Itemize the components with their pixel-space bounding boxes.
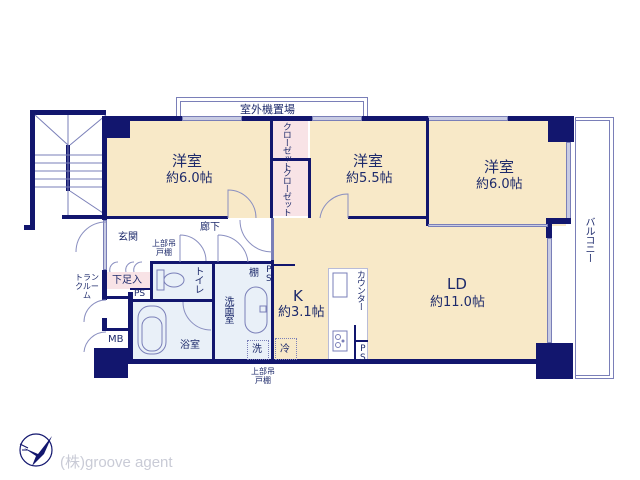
wall-ps-top <box>130 288 152 290</box>
window-room1 <box>182 116 242 121</box>
wall-closet-left <box>270 118 273 218</box>
wall-top-left <box>106 116 182 121</box>
wall-mb-top <box>102 328 130 331</box>
sink <box>332 272 348 298</box>
wall-wet-top <box>151 261 271 264</box>
ld-area: 約11.0帖 <box>430 295 485 310</box>
wall-hall-right <box>271 218 274 264</box>
toilet-room <box>151 262 213 302</box>
trunk-room-label: トランクルーム <box>75 273 99 300</box>
entrance-label: 玄関 <box>118 232 138 243</box>
closet1-label: クローゼット <box>280 122 291 170</box>
closet-2 <box>272 160 308 216</box>
balcony-outline-inner <box>575 120 610 376</box>
wall-left-upper <box>102 116 107 220</box>
window-entry-side <box>103 220 107 270</box>
wall-room2-bottom <box>348 216 428 219</box>
counter-label: カウンター <box>354 270 365 310</box>
wall-top-right <box>362 116 430 121</box>
wall-counter-ps <box>354 340 368 342</box>
ps-label-2: PS <box>263 265 274 283</box>
washroom <box>213 262 273 360</box>
wall-toilet-right <box>212 261 215 361</box>
kitchen-name: K <box>293 287 303 305</box>
wall-top-far-right <box>508 116 556 121</box>
wall-left-mid <box>102 270 107 300</box>
shelf-label: 棚 <box>249 268 259 279</box>
kitchen-area: 約3.1帖 <box>278 305 325 320</box>
stair-wall-left <box>30 110 35 230</box>
wall-closet-right <box>308 158 311 218</box>
stove <box>332 330 348 352</box>
wall-kitchen-right <box>271 260 274 360</box>
room1-name: 洋室 <box>172 152 203 170</box>
bath-label: 浴室 <box>180 340 200 351</box>
washroom-label: 洗面室 <box>222 296 233 323</box>
toilet-fixture <box>156 269 185 291</box>
wall-bath-left <box>128 292 133 362</box>
wall-toilet-left <box>150 261 153 301</box>
room2-name: 洋室 <box>353 152 384 170</box>
room3-name: 洋室 <box>484 158 515 176</box>
wall-left-lower <box>102 318 107 330</box>
stair-wall-bottom <box>62 215 106 219</box>
wall-room1-bottom <box>106 216 228 219</box>
corner-pillar-bottom-left <box>94 348 128 378</box>
room2-area: 約5.5帖 <box>346 171 393 186</box>
wall-bottom <box>94 359 544 364</box>
stair-treads <box>34 114 107 216</box>
closet2-label: クローゼット <box>280 168 291 216</box>
shoe-storage-label: 下足入 <box>112 275 142 286</box>
western-room-1 <box>107 120 272 218</box>
fridge-space <box>275 338 297 360</box>
washbasin <box>244 286 268 334</box>
western-room-2 <box>310 120 428 218</box>
laundry-label: 洗 <box>252 344 262 355</box>
shoe-storage <box>107 272 151 289</box>
ldk-room <box>272 218 548 360</box>
ps-label-1: PS <box>134 289 146 299</box>
stair-wall-top <box>30 110 106 115</box>
upper-cabinet-1-label: 上部吊戸棚 <box>152 239 176 257</box>
wall-counter-ps-side <box>354 325 356 360</box>
kitchen-counter <box>328 268 368 360</box>
ld-name: LD <box>447 275 467 293</box>
room1-area: 約6.0帖 <box>166 171 213 186</box>
wall-room3-se <box>548 218 571 224</box>
bird-logo-icon <box>19 433 53 467</box>
corner-pillar-top-left <box>106 116 130 138</box>
laundry-space <box>247 340 269 360</box>
western-room-3 <box>428 120 566 226</box>
window-ld-east <box>547 238 552 343</box>
ps-label-3: PS <box>357 344 368 362</box>
window-room2 <box>312 116 362 121</box>
wall-closet-divider <box>272 158 310 161</box>
closet-1 <box>272 120 308 158</box>
stair-wall-left-foot <box>24 225 35 230</box>
room3-area: 約6.0帖 <box>476 177 523 192</box>
company-name: (株)groove agent <box>60 454 173 471</box>
fridge-label: 冷 <box>280 344 290 355</box>
window-room3-bottom <box>428 224 548 227</box>
wall-trunk-top <box>102 296 130 299</box>
wall-room3-left <box>426 118 429 226</box>
upper-cabinet-2-label: 上部吊戸棚 <box>251 367 275 385</box>
wall-bath-top <box>130 299 214 302</box>
mb-label: MB <box>108 334 124 345</box>
hallway-label: 廊下 <box>200 222 220 233</box>
wall-top-mid <box>242 116 312 121</box>
balcony-label: バルコニー <box>583 217 594 262</box>
toilet-label: トイレ <box>192 266 203 293</box>
outdoor-unit-area-label: 室外機置場 <box>240 103 295 116</box>
corner-pillar-top-right <box>548 116 574 142</box>
bathtub <box>137 305 167 355</box>
wall-ld-east-stub <box>546 218 552 238</box>
wall-kitchen-ps-top <box>271 264 295 266</box>
